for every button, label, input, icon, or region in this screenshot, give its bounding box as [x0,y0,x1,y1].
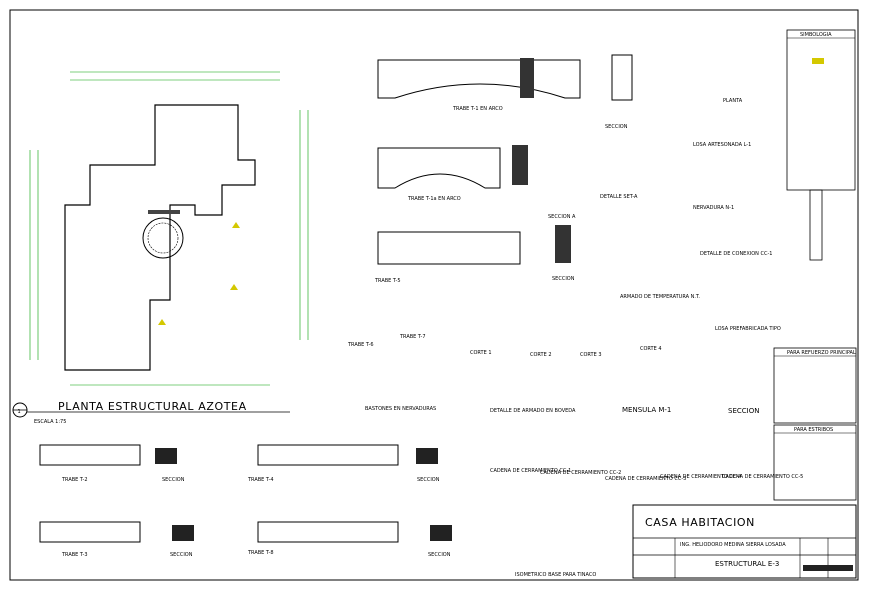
label-trabe-t7: TRABE T-7 [399,334,426,340]
label-corte-4: CORTE 4 [640,346,662,352]
legend-simbologia: SIMBOLOGIA [800,32,832,38]
arched-beams [377,54,633,265]
plan-title: PLANTA ESTRUCTURAL AZOTEA [58,400,247,413]
label-corte-2: CORTE 2 [530,352,552,358]
label-trabe-t8: TRABE T-8 [247,550,274,556]
label-isometrico: ISOMETRICO BASE PARA TINACO [515,572,596,578]
label-cadena-4: CADENA DE CERRAMIENTO CC-4 [660,474,741,480]
label-trabe-t1a: TRABE T-1a EN ARCO [407,196,461,202]
roof-structural-plan [12,71,309,418]
title-block-engineer: ING. HELIODORO MEDINA SIERRA LOSADA [680,542,786,548]
label-cadena-3: CADENA DE CERRAMIENTO CC-3 [605,476,686,482]
label-mensula: MENSULA M-1 [622,406,671,414]
legend-refuerzo-principal: PARA REFUERZO PRINCIPAL [787,350,856,356]
label-losa-prefabricada: LOSA PREFABRICADA TIPO [715,326,781,332]
label-cadena-5: CADENA DE CERRAMIENTO CC-5 [722,474,803,480]
sheet-border [9,9,859,581]
label-trabe-t3: TRABE T-3 [61,552,88,558]
title-block-sheet: ESTRUCTURAL E-3 [715,560,779,568]
label-seccion-7: SECCION [728,407,759,415]
label-detalle-set: DETALLE SET-A [600,194,638,200]
label-detalle-conexion: DETALLE DE CONEXION CC-1 [700,251,772,257]
label-detalle-armado: DETALLE DE ARMADO EN BOVEDA [490,408,576,414]
label-corte-1: CORTE 1 [470,350,492,356]
legend-panel [773,29,857,501]
label-seccion-2: SECCION [170,552,193,558]
beam-elevations [39,444,452,543]
plan-number: 1 [18,409,21,415]
title-block [632,504,857,579]
label-cadena-1: CADENA DE CERRAMIENTO CC-1 [490,468,571,474]
label-seccion-1: SECCION [162,477,185,483]
label-seccion-3: SECCION [417,477,440,483]
label-corte-3: CORTE 3 [580,352,602,358]
label-cadena-2: CADENA DE CERRAMIENTO CC-2 [540,470,621,476]
label-trabe-t5: TRABE T-5 [374,278,401,284]
label-trabe-t4: TRABE T-4 [247,477,274,483]
label-seccion-4: SECCION [428,552,451,558]
label-trabe-t1: TRABE T-1 EN ARCO [452,106,503,112]
label-armado-temp: ARMADO DE TEMPERATURA N.T. [620,294,700,300]
label-seccion-5: SECCION [605,124,628,130]
label-seccion-6: SECCION [552,276,575,282]
label-trabe-t2: TRABE T-2 [61,477,88,483]
label-nervadura: NERVADURA N-1 [693,205,734,211]
legend-para-estribos: PARA ESTRIBOS [794,427,833,433]
label-trabe-t6: TRABE T-6 [347,342,374,348]
title-block-project: CASA HABITACION [645,516,755,529]
plan-scale: ESCALA 1:75 [34,419,66,425]
label-bastones: BASTONES EN NERVADURAS [365,406,436,412]
label-losa-artesonada: LOSA ARTESONADA L-1 [693,142,751,148]
label-seccion-aa: SECCION A [548,214,576,220]
label-planta: PLANTA [723,98,743,104]
